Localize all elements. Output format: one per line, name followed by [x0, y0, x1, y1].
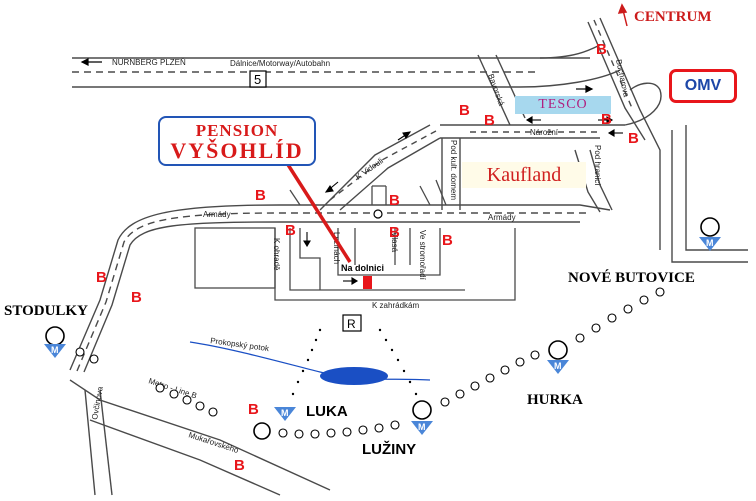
footpaths	[291, 328, 418, 396]
street-vlasska: Vlasá	[390, 232, 399, 253]
roads-bottom	[69, 379, 331, 496]
local-arrows	[303, 232, 359, 285]
svg-text:B: B	[285, 222, 296, 239]
metro-line-b	[75, 287, 665, 439]
roads-pod	[441, 138, 461, 210]
bus-stop-markers: B B B B B B B B B B B B B B	[96, 41, 639, 474]
street-bavorska: Bavorská	[486, 73, 506, 108]
svg-text:M: M	[554, 361, 562, 371]
motorway	[72, 44, 621, 88]
street-pod-hranici: Pod hranicí	[593, 145, 602, 186]
pension-pointer	[283, 159, 352, 263]
narozni-arrows	[525, 116, 623, 137]
street-prokopsky-potok: Prokopský potok	[210, 336, 271, 353]
road-armady	[69, 204, 611, 373]
svg-text:B: B	[389, 224, 400, 241]
svg-text:M: M	[51, 345, 59, 355]
street-pod-kult-domem: Pod kult. domem	[449, 140, 458, 200]
street-ve-stromovce: Ve stromořadí	[418, 230, 427, 281]
station-hurka-circle	[548, 340, 568, 360]
pension-label-box: PENSION VYŠOHLÍD	[158, 116, 316, 166]
district-hurka: HURKA	[527, 392, 583, 408]
pension-title-line2: VYŠOHLÍD	[170, 138, 304, 163]
district-luziny: LUŽINY	[362, 440, 416, 458]
svg-text:B: B	[628, 130, 639, 147]
local-street-grid	[194, 179, 516, 301]
metro-stations	[45, 217, 720, 440]
svg-text:B: B	[131, 289, 142, 306]
motorway-number: 5	[254, 72, 261, 87]
tesco-label: TESCO	[515, 96, 611, 114]
svg-text:M: M	[281, 408, 289, 418]
svg-text:B: B	[484, 112, 495, 129]
metro-logo-hurka: M	[547, 360, 569, 374]
station-stodulky-circle	[45, 326, 65, 346]
lake	[320, 367, 388, 385]
stream-prokopsky-potok	[189, 341, 431, 381]
svg-text:B: B	[442, 232, 453, 249]
svg-text:B: B	[459, 102, 470, 119]
svg-text:M: M	[706, 238, 714, 248]
district-nove-butovice: NOVÉ BUTOVICE	[568, 269, 695, 286]
road-k-vidouli	[319, 124, 441, 211]
street-na-dolnici: Na dolnici	[341, 263, 384, 273]
street-narozni: Nárožní	[530, 128, 559, 137]
street-nurnberg-plzen: NURNBERG PLZEŇ	[112, 58, 186, 67]
street-dalnice: Dálnice/Motorway/Autobahn	[230, 59, 330, 68]
svg-text:B: B	[248, 401, 259, 418]
metro-logo-nove-butovice: M	[699, 237, 721, 251]
street-mukarovskeho: Mukařovského	[187, 430, 240, 455]
metro-logo-luka: M	[274, 407, 296, 421]
street-luzinach: Lužinách	[332, 232, 341, 264]
centrum-arrow	[617, 3, 628, 27]
district-luka: LUKA	[306, 403, 348, 420]
parking-sign	[342, 314, 362, 332]
motorway-shield	[249, 70, 267, 88]
street-armady-right: Armády	[488, 213, 516, 222]
svg-text:B: B	[596, 41, 607, 58]
street-armady-left: Armády	[203, 210, 231, 219]
pension-title-line1: PENSION	[195, 121, 279, 140]
street-bucharova: Bucharova	[614, 59, 631, 99]
metro-logo-stodulky: M	[44, 344, 66, 358]
roundabout	[373, 209, 383, 219]
station-nove-butovice-circle	[700, 217, 720, 237]
svg-text:M: M	[418, 422, 426, 432]
centrum-label: CENTRUM	[634, 9, 712, 25]
pension-location-marker	[363, 276, 372, 289]
roads-northeast	[440, 17, 748, 263]
metro-logo-luziny: M	[411, 421, 433, 435]
svg-text:B: B	[389, 192, 400, 209]
svg-text:B: B	[255, 187, 266, 204]
omv-label: OMV	[669, 69, 737, 103]
motorway-arrows	[80, 58, 594, 93]
svg-text:B: B	[96, 269, 107, 286]
svg-text:B: B	[601, 111, 612, 128]
kaufland-label: Kaufland	[462, 162, 586, 188]
district-stodulky: STODULKY	[4, 303, 88, 319]
parking-label: R	[347, 317, 356, 331]
station-luka-circle	[253, 422, 271, 440]
vidouli-arrows	[324, 131, 412, 193]
street-k-ohrade: K ohradě	[272, 238, 281, 271]
street-k-zahradkam: K zahrádkám	[372, 301, 419, 310]
svg-text:B: B	[234, 457, 245, 474]
station-luziny-circle	[412, 400, 432, 420]
